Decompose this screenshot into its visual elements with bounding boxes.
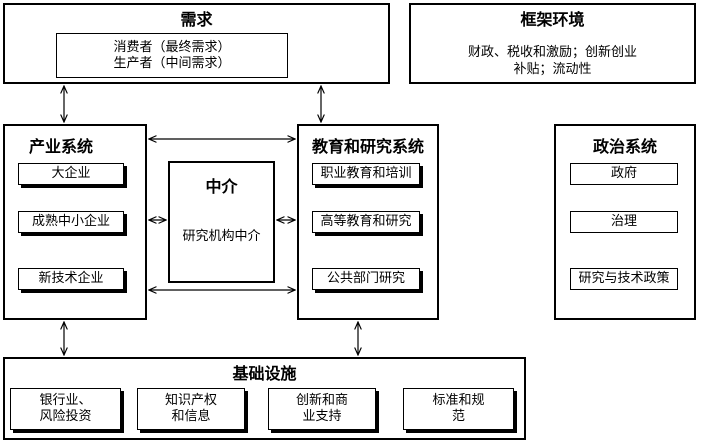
infra-item-banking-vc: 银行业、 风险投资 [10, 388, 121, 430]
political-item-rtd-policy: 研究与技术政策 [570, 268, 678, 290]
demand-box: 需求 消费者（最终需求） 生产者（中间需求） [3, 3, 390, 84]
education-item-higher-ed: 高等教育和研究 [312, 211, 420, 233]
industry-title: 产业系统 [29, 137, 94, 156]
education-item-vocational: 职业教育和培训 [312, 163, 420, 185]
industry-item-new-tech-enterprise: 新技术企业 [18, 268, 124, 290]
industry-item-large-enterprise: 大企业 [18, 163, 124, 185]
political-system-box: 政治系统 政府 治理 研究与技术政策 [554, 124, 696, 320]
political-item-governance: 治理 [570, 211, 678, 233]
intermediary-box: 中介 研究机构中介 [168, 161, 275, 283]
industry-item-mature-sme: 成熟中小企业 [18, 211, 124, 233]
framework-box: 框架环境 财政、税收和激励；创新创业 补贴；流动性 [409, 3, 696, 84]
education-title: 教育和研究系统 [311, 137, 424, 156]
demand-items-box: 消费者（最终需求） 生产者（中间需求） [56, 33, 288, 78]
education-item-public-research: 公共部门研究 [312, 268, 420, 290]
education-system-box: 教育和研究系统 职业教育和培训 高等教育和研究 公共部门研究 [297, 124, 439, 320]
framework-line-2: 补贴；流动性 [513, 62, 592, 77]
demand-item-consumer: 消费者（最终需求） [113, 39, 231, 55]
framework-line-1: 财政、税收和激励；创新创业 [467, 45, 637, 60]
infrastructure-title: 基础设施 [232, 364, 297, 383]
industry-system-box: 产业系统 大企业 成熟中小企业 新技术企业 [3, 124, 147, 320]
intermediary-item: 研究机构中介 [182, 229, 261, 244]
infra-item-innovation-support: 创新和商 业支持 [268, 388, 376, 430]
infrastructure-box: 基础设施 银行业、 风险投资 知识产权 和信息 创新和商 业支持 标准和规 范 [3, 357, 526, 440]
infra-item-standards: 标准和规 范 [403, 388, 514, 430]
demand-item-producer: 生产者（中间需求） [113, 55, 231, 71]
political-title: 政治系统 [592, 137, 657, 156]
political-item-government: 政府 [570, 163, 678, 185]
intermediary-title: 中介 [205, 177, 238, 196]
framework-title: 框架环境 [520, 10, 585, 29]
infra-item-ip-information: 知识产权 和信息 [137, 388, 245, 430]
demand-title: 需求 [180, 10, 213, 29]
